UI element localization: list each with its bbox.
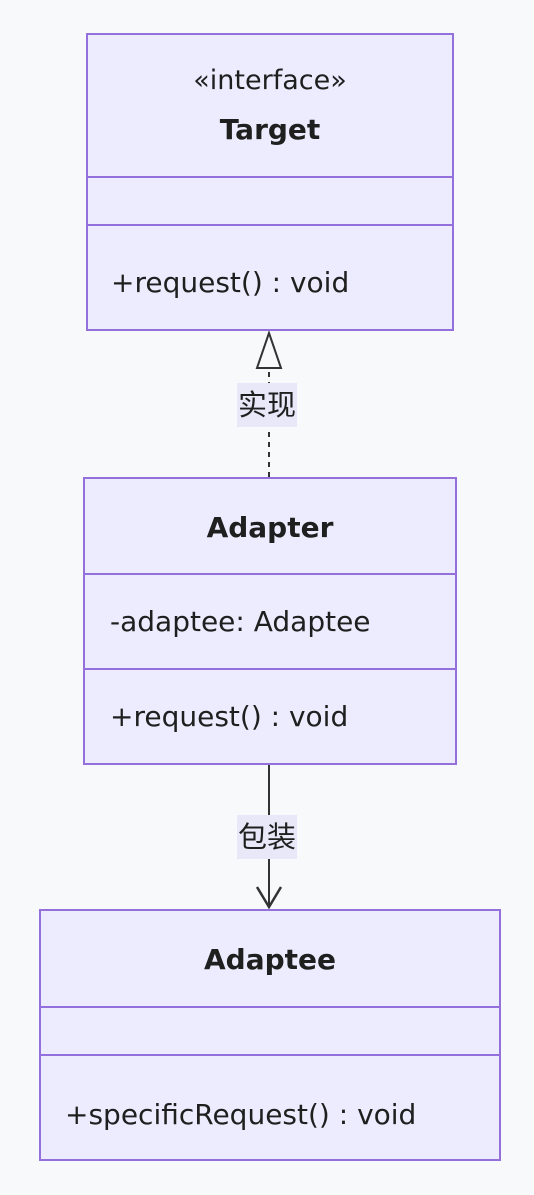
class-target[interactable]: «interface» Target +request() : void — [86, 33, 454, 331]
adaptee-attributes — [41, 1006, 499, 1056]
adaptee-name: Adaptee — [203, 943, 336, 976]
adapter-attribute-adaptee: -adaptee: Adaptee — [110, 605, 371, 638]
adapter-methods: +request() : void — [85, 668, 455, 763]
adaptee-methods: +specificRequest() : void — [41, 1054, 499, 1159]
target-attributes — [88, 176, 452, 226]
association-arrowhead — [255, 886, 283, 910]
adapter-name: Adapter — [206, 511, 334, 544]
adapter-attributes: -adaptee: Adaptee — [85, 573, 455, 670]
realization-label: 实现 — [237, 383, 298, 427]
adaptee-header: Adaptee — [41, 911, 499, 1008]
target-header: «interface» Target — [88, 35, 452, 178]
adaptee-method-specific-request: +specificRequest() : void — [65, 1098, 417, 1131]
realization-arrowhead — [255, 329, 283, 369]
association-label: 包装 — [237, 815, 298, 859]
target-name: Target — [219, 113, 321, 146]
class-adapter[interactable]: Adapter -adaptee: Adaptee +request() : v… — [83, 477, 457, 765]
target-stereotype: «interface» — [193, 65, 347, 96]
adapter-method-request: +request() : void — [110, 700, 349, 733]
class-adaptee[interactable]: Adaptee +specificRequest() : void — [39, 909, 501, 1161]
target-method-request: +request() : void — [111, 266, 350, 299]
adapter-header: Adapter — [85, 479, 455, 575]
target-methods: +request() : void — [88, 224, 452, 329]
